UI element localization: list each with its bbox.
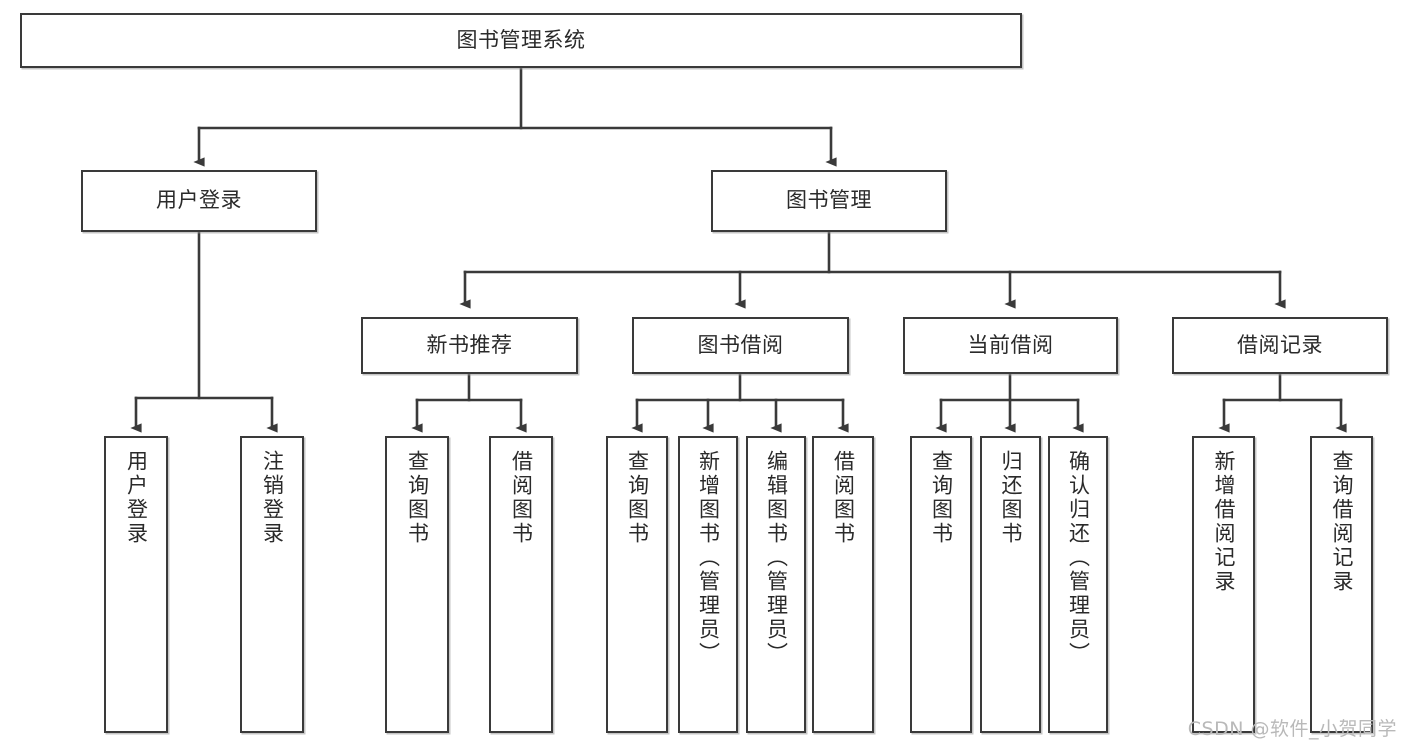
node-label: 当前借阅 <box>967 332 1054 357</box>
node-label: 新增借阅记录 <box>1212 450 1236 594</box>
node-leaf-add-book[interactable]: 新增图书（管理员） <box>678 436 738 733</box>
node-leaf-return-book[interactable]: 归还图书 <box>980 436 1041 733</box>
node-label: 新增图书（管理员） <box>696 450 721 666</box>
node-label: 图书管理 <box>786 188 872 213</box>
node-book-borrow[interactable]: 图书借阅 <box>632 317 849 374</box>
node-current-borrow[interactable]: 当前借阅 <box>903 317 1118 374</box>
csdn-watermark: CSDN @软件_小贺同学 <box>1187 718 1397 740</box>
node-label: 查询借阅记录 <box>1330 450 1354 594</box>
node-root-book-management-system[interactable]: 图书管理系统 <box>20 13 1022 68</box>
node-label: 确认归还（管理员） <box>1066 450 1091 666</box>
node-leaf-borrow-book[interactable]: 借阅图书 <box>812 436 874 733</box>
node-leaf-confirm-return[interactable]: 确认归还（管理员） <box>1048 436 1108 733</box>
node-label: 注销登录 <box>260 450 285 546</box>
node-leaf-add-borrow-record[interactable]: 新增借阅记录 <box>1192 436 1255 733</box>
node-leaf-user-logout[interactable]: 注销登录 <box>240 436 304 733</box>
node-label: 查询图书 <box>929 450 954 546</box>
node-label: 查询图书 <box>625 450 650 546</box>
node-label: 用户登录 <box>156 188 242 213</box>
node-leaf-user-login[interactable]: 用户登录 <box>104 436 168 733</box>
node-label: 归还图书 <box>999 450 1023 546</box>
node-leaf-query-book-recommend[interactable]: 查询图书 <box>385 436 449 733</box>
node-borrow-record[interactable]: 借阅记录 <box>1172 317 1388 374</box>
node-new-book-recommend[interactable]: 新书推荐 <box>361 317 578 374</box>
node-label: 图书借阅 <box>697 332 784 357</box>
node-label: 查询图书 <box>405 450 430 546</box>
node-user-login[interactable]: 用户登录 <box>81 170 317 232</box>
node-label: 借阅记录 <box>1237 332 1323 357</box>
node-label: 借阅图书 <box>509 450 534 546</box>
node-label: 用户登录 <box>124 450 149 546</box>
node-label: 图书管理系统 <box>456 27 586 52</box>
node-label: 编辑图书（管理员） <box>764 450 789 666</box>
node-leaf-borrow-book-recommend[interactable]: 借阅图书 <box>489 436 553 733</box>
node-leaf-edit-book[interactable]: 编辑图书（管理员） <box>746 436 806 733</box>
node-leaf-query-borrow-record[interactable]: 查询借阅记录 <box>1310 436 1373 733</box>
node-label: 借阅图书 <box>831 450 856 546</box>
node-label: 新书推荐 <box>426 332 513 357</box>
node-leaf-query-book-borrow[interactable]: 查询图书 <box>606 436 668 733</box>
node-book-manage[interactable]: 图书管理 <box>711 170 947 232</box>
node-leaf-query-book-current[interactable]: 查询图书 <box>910 436 972 733</box>
